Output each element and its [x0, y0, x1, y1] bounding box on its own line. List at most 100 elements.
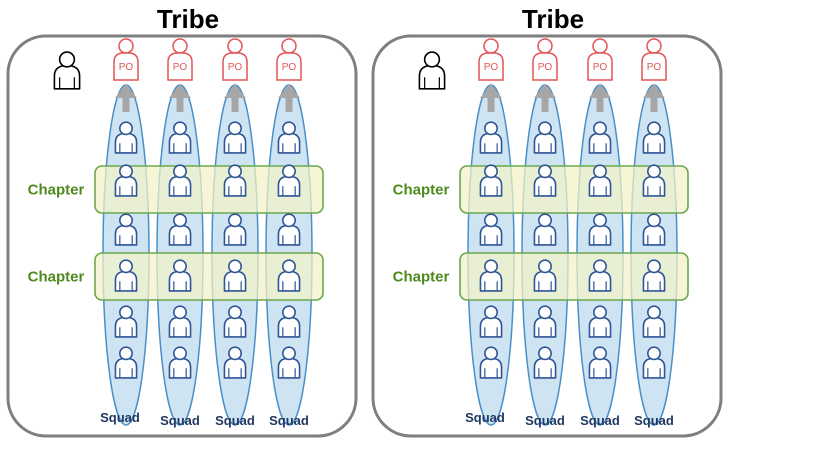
product-owner-label: PO — [593, 62, 608, 73]
person-icon — [533, 121, 557, 154]
product-owner-label: PO — [282, 62, 297, 73]
product-owner-icon: PO — [478, 38, 504, 81]
person-icon — [114, 213, 138, 246]
person-icon — [588, 164, 612, 197]
arrow-head — [278, 84, 300, 98]
person-icon — [479, 213, 503, 246]
squad-label: Squad — [465, 410, 505, 425]
person-icon — [642, 213, 666, 246]
chapter-label: Chapter — [393, 269, 450, 286]
person-icon — [533, 213, 557, 246]
product-owner-label: PO — [119, 62, 134, 73]
squad-label: Squad — [215, 413, 255, 428]
squad-label: Squad — [634, 413, 674, 428]
arrow-shaft — [596, 96, 604, 112]
person-icon — [277, 121, 301, 154]
arrow-shaft — [176, 96, 184, 112]
person-icon — [168, 346, 192, 379]
person-icon — [479, 164, 503, 197]
person-icon — [642, 121, 666, 154]
arrow-head — [169, 84, 191, 98]
person-icon — [168, 121, 192, 154]
arrow-shaft — [285, 96, 293, 112]
person-icon — [168, 259, 192, 292]
squad-label: Squad — [100, 410, 140, 425]
squad-label: Squad — [269, 413, 309, 428]
person-icon — [277, 213, 301, 246]
tribe-lead-icon — [418, 51, 446, 90]
product-owner-icon: PO — [113, 38, 139, 81]
person-icon — [533, 305, 557, 338]
arrow-shaft — [487, 96, 495, 112]
arrow-head — [115, 84, 137, 98]
person-icon — [168, 213, 192, 246]
person-icon — [223, 305, 247, 338]
product-owner-label: PO — [538, 62, 553, 73]
person-icon — [588, 213, 612, 246]
tribe-panel-2: TribeChapterChapterPOSquadPOSquadPOSquad… — [371, 4, 723, 438]
person-icon — [533, 259, 557, 292]
person-icon — [223, 164, 247, 197]
arrow-head — [480, 84, 502, 98]
squad-label: Squad — [525, 413, 565, 428]
chapter-label: Chapter — [393, 182, 450, 199]
arrow-head — [534, 84, 556, 98]
chapter-label: Chapter — [28, 182, 85, 199]
person-icon — [479, 259, 503, 292]
person-icon — [223, 121, 247, 154]
arrow-head — [224, 84, 246, 98]
chapter-band — [459, 252, 689, 301]
product-owner-label: PO — [228, 62, 243, 73]
tribe-title: Tribe — [157, 4, 219, 34]
arrow-head — [589, 84, 611, 98]
person-icon — [223, 213, 247, 246]
tribe-title: Tribe — [522, 4, 584, 34]
squad-label: Squad — [580, 413, 620, 428]
person-icon — [642, 259, 666, 292]
person-icon — [277, 346, 301, 379]
person-icon — [642, 346, 666, 379]
person-icon — [588, 121, 612, 154]
person-icon — [533, 346, 557, 379]
person-icon — [114, 259, 138, 292]
tribe-lead-icon — [53, 51, 81, 90]
product-owner-icon: PO — [167, 38, 193, 81]
person-icon — [114, 121, 138, 154]
person-icon — [114, 346, 138, 379]
product-owner-label: PO — [484, 62, 499, 73]
person-icon — [479, 121, 503, 154]
product-owner-icon: PO — [276, 38, 302, 81]
product-owner-icon: PO — [222, 38, 248, 81]
person-icon — [479, 346, 503, 379]
person-icon — [277, 164, 301, 197]
person-icon — [588, 259, 612, 292]
person-icon — [533, 164, 557, 197]
person-icon — [642, 164, 666, 197]
squad-label: Squad — [160, 413, 200, 428]
product-owner-icon: PO — [532, 38, 558, 81]
person-icon — [114, 164, 138, 197]
person-icon — [168, 305, 192, 338]
person-icon — [114, 305, 138, 338]
arrow-head — [643, 84, 665, 98]
product-owner-icon: PO — [641, 38, 667, 81]
person-icon — [642, 305, 666, 338]
person-icon — [168, 164, 192, 197]
arrow-shaft — [122, 96, 130, 112]
person-icon — [277, 259, 301, 292]
arrow-shaft — [231, 96, 239, 112]
arrow-shaft — [650, 96, 658, 112]
chapter-band — [459, 165, 689, 214]
chapter-label: Chapter — [28, 269, 85, 286]
chapter-band — [94, 252, 324, 301]
tribe-panel-1: TribeChapterChapterPOSquadPOSquadPOSquad… — [6, 4, 358, 438]
product-owner-icon: PO — [587, 38, 613, 81]
chapter-band — [94, 165, 324, 214]
person-icon — [223, 259, 247, 292]
product-owner-label: PO — [173, 62, 188, 73]
person-icon — [588, 346, 612, 379]
product-owner-label: PO — [647, 62, 662, 73]
person-icon — [479, 305, 503, 338]
